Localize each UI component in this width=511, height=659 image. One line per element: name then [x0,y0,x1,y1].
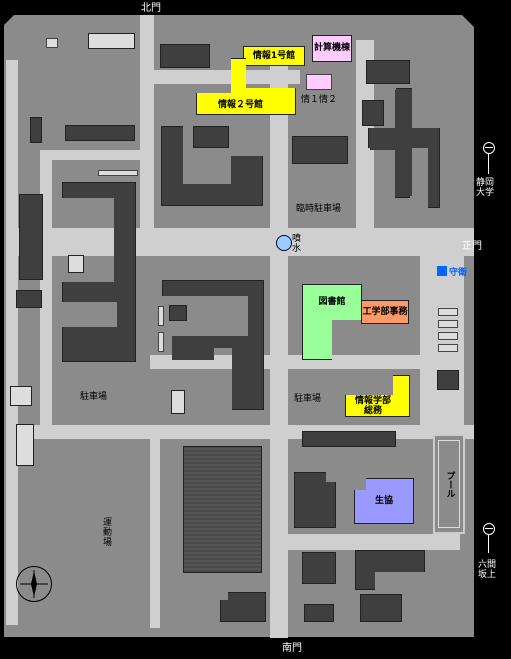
parking-temp-label: 臨時駐車場 [296,204,342,214]
fountain [276,235,292,251]
bus-stop-pole [488,535,489,553]
building [16,424,34,466]
building [169,305,187,321]
building [171,390,185,414]
building [360,594,402,622]
building [438,344,458,352]
south-road [150,438,160,628]
building [438,320,458,328]
building [302,552,336,584]
compass-icon [16,566,52,602]
building [438,308,458,316]
bus-stop-icon [483,142,495,154]
north-horizontal [150,70,300,84]
building [10,386,32,406]
building [16,290,42,308]
building [160,44,210,68]
building [193,126,229,148]
building [304,604,334,622]
building [65,125,135,141]
shizuoka-univ-label: 静岡 大学 [476,178,495,198]
guard-icon [437,266,447,276]
building [158,332,164,352]
central-road-s [270,256,288,534]
johoko-label: 情報学部 総務 [355,396,392,416]
main-avenue [6,228,474,256]
johoku1-building[interactable]: 情報1号館 [243,46,305,66]
bus-stop-pole [488,154,489,174]
building [437,370,459,390]
south-horizontal [280,534,460,550]
building [366,60,410,84]
sports-field [183,446,262,573]
north-road [140,15,154,230]
south-road-2 [270,534,288,638]
west-inner-road [40,150,52,430]
central-horizontal [150,355,430,369]
bus-stop-icon [483,523,495,535]
rokken-zaka-label: 六間 坂上 [478,560,497,580]
west-road [6,60,18,625]
pool-label: プール [438,440,460,528]
sports-ground-label: 運 動 場 [103,518,113,548]
jo12-building[interactable] [306,74,332,90]
fountain-label: 噴 水 [292,234,302,254]
building [438,332,458,340]
building [158,306,164,326]
building [46,38,58,48]
guard-label: 守衛 [449,268,468,278]
parking-central-label: 駐車場 [294,394,322,404]
building [30,117,42,143]
pool: プール [433,434,465,534]
building [98,170,138,176]
jo12-label: 情１情２ [301,95,338,105]
north-gate-label: 北門 [141,3,161,14]
building [68,255,84,273]
keisan-building[interactable]: 計算機棟 [312,35,352,62]
building [362,100,384,126]
middle-horizontal [50,150,150,160]
johoku2-label: 情報２号館 [218,100,264,110]
building [302,431,396,447]
parking-west-label: 駐車場 [80,392,108,402]
building [292,136,348,164]
building [88,33,135,49]
kogakubu-building[interactable]: 工学部事務 [361,300,409,324]
building [19,194,43,280]
main-gate-label: 正門 [462,241,482,252]
seikyo-building[interactable]: 生協 [354,478,414,524]
east-road [356,40,374,232]
south-cross-road [6,425,474,439]
south-gate-label: 南門 [282,643,302,654]
